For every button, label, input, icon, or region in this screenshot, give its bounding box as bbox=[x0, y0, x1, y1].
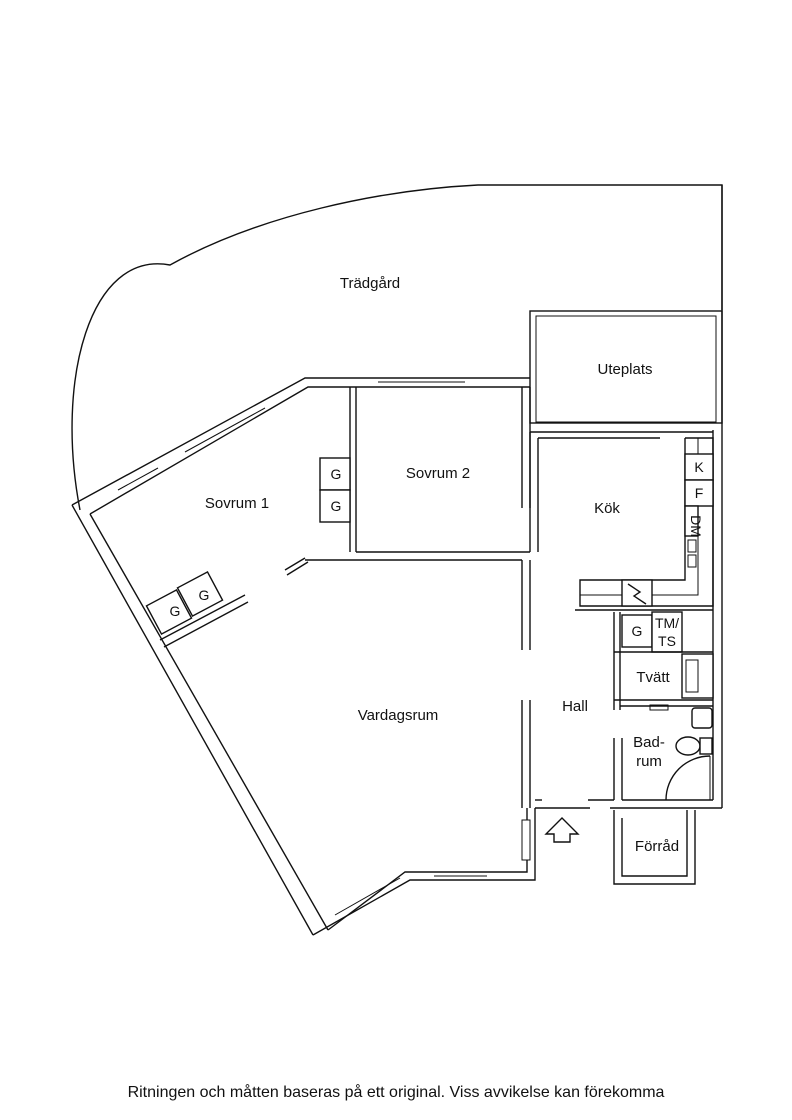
outer-wall-bottom-outer bbox=[312, 808, 536, 936]
kyl-box bbox=[684, 453, 714, 481]
uteplats-outline bbox=[529, 310, 723, 424]
label-hall: Hall bbox=[562, 698, 588, 715]
sink-box-2 bbox=[687, 554, 697, 568]
kitchen-counter-outer bbox=[579, 437, 714, 607]
label-sovrum2: Sovrum 2 bbox=[406, 465, 470, 482]
label-wardrobe-4: G bbox=[199, 587, 210, 603]
wall-s1-door bbox=[284, 557, 306, 571]
shower-icon bbox=[665, 755, 711, 801]
label-wardrobe-1: G bbox=[331, 466, 342, 482]
uteplats-inner bbox=[535, 315, 717, 423]
window-sovrum1-b bbox=[184, 407, 266, 453]
tvatt-unit-inner bbox=[685, 659, 699, 693]
sink-box-1 bbox=[687, 539, 697, 553]
wardrobe-s1-diag-b bbox=[176, 570, 224, 618]
sink-icon bbox=[691, 707, 713, 729]
label-sovrum1: Sovrum 1 bbox=[205, 495, 269, 512]
electric-symbol-icon bbox=[627, 583, 647, 605]
outer-wall-top-inner bbox=[89, 386, 530, 515]
label-badrum-2: rum bbox=[636, 753, 662, 770]
wardrobe-s1-bottom bbox=[319, 489, 351, 523]
label-wardrobe-hall: G bbox=[632, 623, 643, 639]
entrance-arrow-icon bbox=[544, 817, 580, 843]
outer-wall-bottom-inner bbox=[327, 808, 528, 931]
label-badrum-1: Bad- bbox=[633, 734, 665, 751]
outer-wall-left-outer bbox=[71, 504, 314, 936]
forrad-outer bbox=[613, 810, 696, 885]
bad-shelf bbox=[649, 704, 669, 711]
wardrobe-s1-diag-a bbox=[145, 588, 193, 636]
label-forrad: Förråd bbox=[635, 838, 679, 855]
wall-s1-vr-b bbox=[163, 601, 249, 648]
wall-s1-vr bbox=[159, 594, 246, 641]
garden-outline bbox=[71, 184, 723, 511]
label-tvatt: Tvätt bbox=[636, 669, 670, 686]
forrad-inner bbox=[621, 810, 688, 877]
label-wardrobe-2: G bbox=[331, 498, 342, 514]
label-ts: TS bbox=[658, 633, 676, 649]
window-entrance-side bbox=[521, 819, 531, 861]
wall-s1-door-b bbox=[286, 561, 309, 576]
outer-wall-top-outer bbox=[71, 377, 530, 506]
wardrobe-hall bbox=[621, 614, 653, 648]
dm-box bbox=[684, 505, 699, 537]
window-sovrum1-a bbox=[117, 467, 159, 491]
label-kok: Kök bbox=[594, 500, 620, 517]
frys-box bbox=[684, 479, 714, 507]
label-dm: DM bbox=[688, 515, 704, 537]
outer-wall-left-inner bbox=[89, 513, 329, 931]
stove-box bbox=[621, 579, 653, 607]
label-wardrobe-3: G bbox=[170, 603, 181, 619]
disclaimer-text: Ritningen och måtten baseras på ett orig… bbox=[127, 1084, 665, 1101]
tm-ts-box bbox=[651, 611, 683, 653]
label-tm: TM/ bbox=[655, 615, 679, 631]
window-vardagsrum-a bbox=[334, 877, 401, 916]
label-tradgard: Trädgård bbox=[340, 275, 400, 292]
label-kyl: K bbox=[694, 459, 704, 475]
label-uteplats: Uteplats bbox=[597, 361, 652, 378]
label-vardagsrum: Vardagsrum bbox=[358, 707, 439, 724]
toilet-icon bbox=[675, 736, 701, 756]
toilet-tank-icon bbox=[699, 737, 713, 755]
label-frys: F bbox=[695, 485, 704, 501]
